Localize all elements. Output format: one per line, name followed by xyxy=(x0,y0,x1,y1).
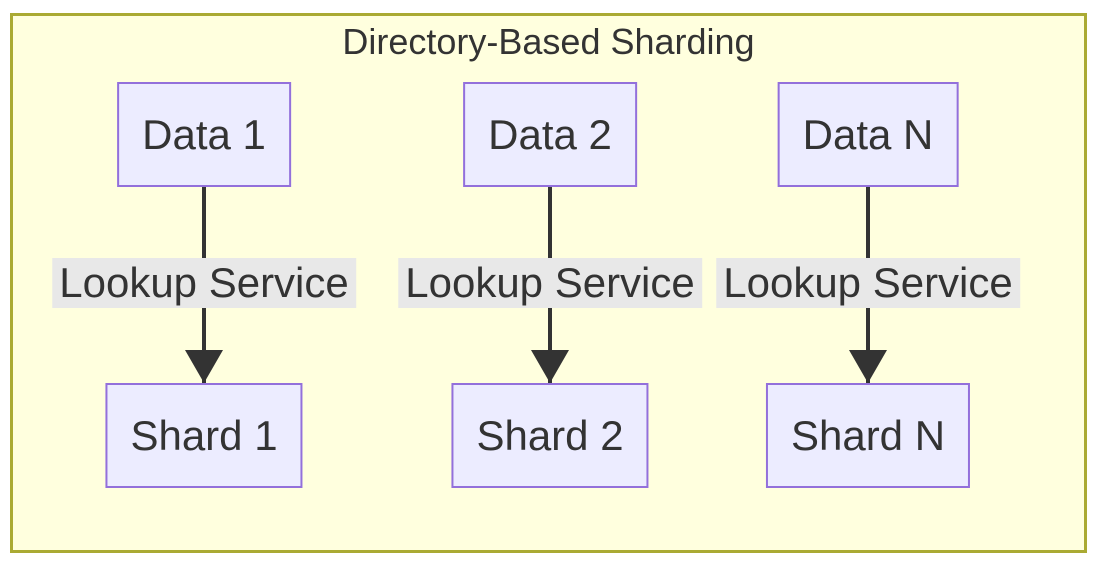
arrow-down-icon xyxy=(849,350,887,383)
diagram-title: Directory-Based Sharding xyxy=(342,21,755,62)
arrow-down-icon xyxy=(531,350,569,383)
data-node-1: Data 1 xyxy=(117,82,291,187)
shard-node-1: Shard 1 xyxy=(105,383,303,488)
shard-node-2: Shard 2 xyxy=(451,383,649,488)
flow-column-3: Data N Lookup Service Shard N xyxy=(698,82,1038,494)
arrow-down-icon xyxy=(185,350,223,383)
lookup-service-label-1: Lookup Service xyxy=(52,258,356,308)
shard-node-n: Shard N xyxy=(765,383,971,488)
lookup-service-label-2: Lookup Service xyxy=(398,258,702,308)
lookup-service-label-3: Lookup Service xyxy=(716,258,1020,308)
sharding-subgraph-container: Directory-Based Sharding Data 1 Lookup S… xyxy=(10,13,1087,553)
flow-column-1: Data 1 Lookup Service Shard 1 xyxy=(34,82,374,494)
data-node-n: Data N xyxy=(777,82,959,187)
data-node-2: Data 2 xyxy=(463,82,637,187)
flow-column-2: Data 2 Lookup Service Shard 2 xyxy=(380,82,720,494)
